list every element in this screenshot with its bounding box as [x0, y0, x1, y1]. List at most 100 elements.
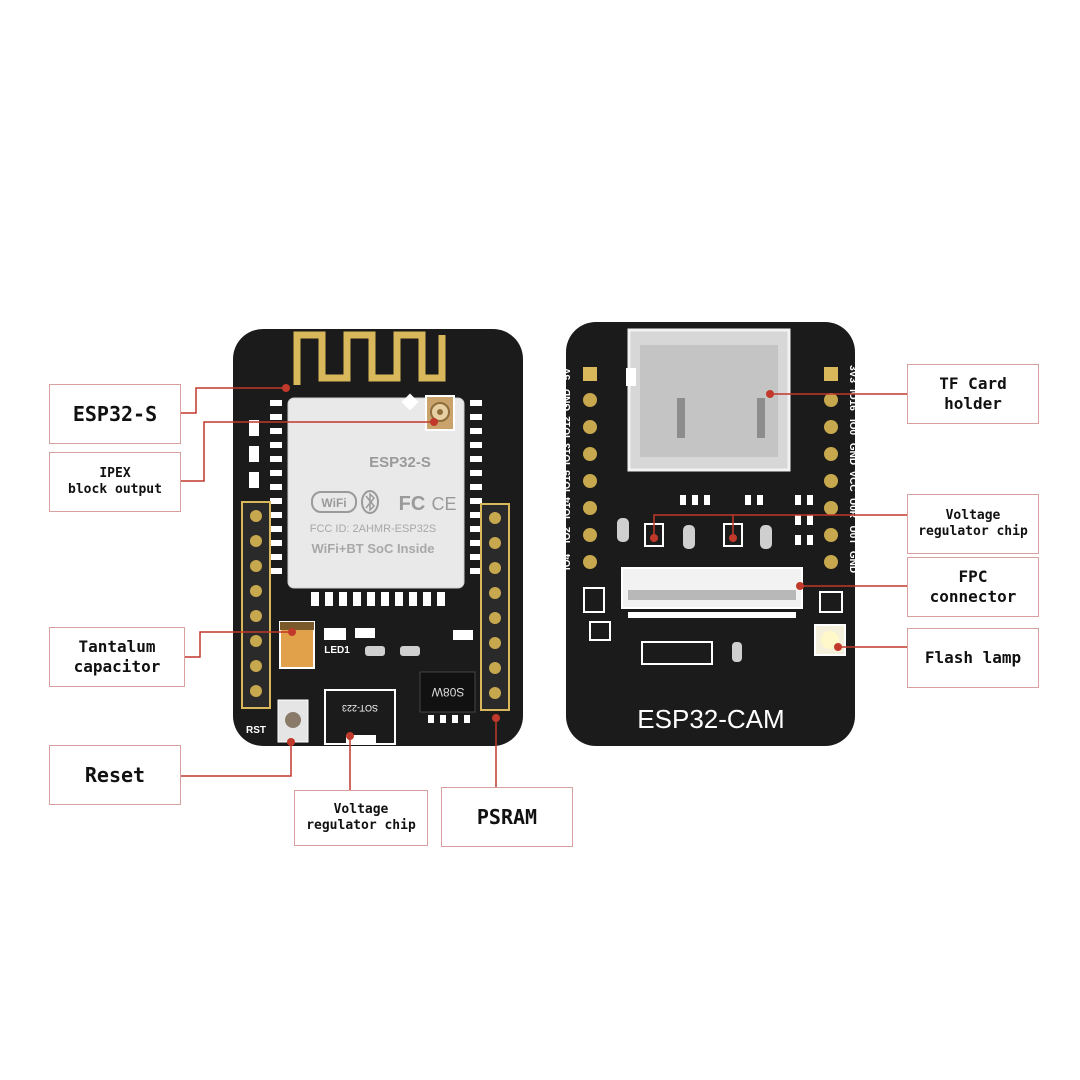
pin-label: 5V	[562, 368, 573, 381]
callout-line: Reset	[84, 762, 146, 787]
rst-label: RST	[246, 725, 266, 736]
psram-chip-label: S08W	[431, 685, 464, 699]
leader-reset	[181, 742, 292, 777]
led1	[324, 628, 346, 640]
callout-line: ESP32-S	[72, 401, 158, 426]
psram-chip: S08W	[419, 671, 476, 723]
callout-line: PSRAM	[476, 804, 538, 829]
leader-esp32s	[181, 387, 286, 414]
smd-array	[641, 641, 713, 665]
leader-vreg-back	[653, 514, 907, 538]
leader-dot	[288, 628, 296, 636]
pin-label: IO2	[562, 527, 573, 544]
smd-capacitor	[683, 525, 695, 549]
callout-fpc: FPC connector	[907, 557, 1039, 617]
module-soc-line: WiFi+BT SoC Inside	[311, 541, 434, 556]
smd-component	[249, 472, 259, 488]
smd-component	[453, 630, 473, 640]
callout-line: TF Card	[939, 374, 1007, 393]
pin-label: IO12	[562, 416, 573, 438]
callout-line: connector	[929, 587, 1017, 606]
leader-ipex	[181, 421, 434, 482]
smd-capacitor	[760, 525, 772, 549]
pin-label: GND	[847, 443, 858, 465]
fpc-connector	[621, 567, 803, 618]
leader-tantalum	[185, 631, 292, 658]
back-board: 5V GND IO12 IO13 IO15 IO14 IO2 IO4 3V3 I…	[562, 322, 858, 746]
callout-line: capacitor	[73, 657, 161, 676]
back-right-pin-labels: 3V3 IO16 IO0 GND VCC U0R U0T GND	[847, 365, 858, 573]
back-left-pads	[583, 367, 597, 569]
leader-dot	[430, 418, 438, 426]
callout-line: Voltage	[333, 801, 389, 817]
sot223-regulator: SOT-223	[324, 689, 396, 745]
leader-dot	[766, 390, 774, 398]
smd-component	[365, 646, 385, 656]
leader-dot	[282, 384, 290, 392]
leader-dot	[796, 582, 804, 590]
leader-dot	[834, 643, 842, 651]
board-label: ESP32-CAM	[637, 704, 784, 734]
callout-flash: Flash lamp	[907, 628, 1039, 688]
leader-dot	[729, 534, 737, 542]
smd-component	[355, 628, 375, 638]
callout-line: Flash lamp	[924, 648, 1022, 667]
callout-line: regulator chip	[918, 524, 1028, 539]
callout-reset: Reset	[49, 745, 181, 805]
sot-label: SOT-223	[342, 703, 378, 713]
led-label: LED1	[324, 645, 350, 656]
front-board: ESP32-S WiFi FC CE FCC ID: 2AHMR-ESP32S …	[233, 329, 523, 746]
reset-button	[277, 699, 309, 743]
pin-label: VCC	[847, 470, 858, 491]
callout-line: FPC	[958, 567, 988, 586]
callout-line: IPEX	[99, 465, 131, 481]
pin-label: U0R	[847, 498, 858, 519]
leader-lines	[181, 387, 907, 790]
pin-label: IO15	[562, 470, 573, 492]
ce-logo: CE	[431, 494, 456, 514]
callout-vreg-back: Voltage regulator chip	[907, 494, 1039, 554]
callout-line: holder	[944, 394, 1002, 413]
pin-label: IO4	[562, 554, 573, 571]
callout-ipex: IPEX block output	[49, 452, 181, 512]
pin-label: IO0	[847, 419, 858, 436]
callout-line: Voltage	[945, 507, 1001, 523]
pin-label: GND	[562, 389, 573, 411]
callout-line: regulator chip	[306, 818, 416, 833]
callout-esp32s: ESP32-S	[49, 384, 181, 444]
smd-component	[732, 642, 742, 662]
bluetooth-icon	[361, 490, 379, 514]
callout-psram: PSRAM	[441, 787, 573, 847]
svg-text:WiFi: WiFi	[321, 496, 346, 510]
back-left-pin-labels: 5V GND IO12 IO13 IO15 IO14 IO2 IO4	[562, 368, 573, 571]
smd-capacitor	[617, 518, 629, 542]
smd-component	[249, 420, 259, 436]
front-left-header	[241, 501, 271, 709]
leader-dot	[650, 534, 658, 542]
leader-dot	[492, 714, 500, 722]
leader-dot	[346, 732, 354, 740]
leader-dots	[282, 384, 842, 746]
back-right-pads	[824, 367, 838, 569]
front-right-header	[480, 503, 510, 711]
pin-label: IO14	[562, 497, 573, 519]
tantalum-capacitor	[279, 621, 315, 669]
wifi-logo: WiFi	[311, 491, 357, 513]
leader-dot	[287, 738, 295, 746]
callout-line: Tantalum	[78, 637, 156, 656]
module-label: ESP32-S	[369, 454, 431, 471]
back-smd-components	[680, 495, 813, 545]
pcb-antenna	[293, 331, 446, 385]
smd-component	[589, 621, 611, 641]
module-side-pads	[270, 400, 482, 606]
smd-component	[819, 591, 843, 613]
smd-component	[583, 587, 605, 613]
smd-component	[249, 446, 259, 462]
callout-tantalum: Tantalum capacitor	[49, 627, 185, 687]
pin-label: 3V3	[847, 365, 858, 383]
flash-lamp	[814, 624, 846, 656]
pin-label: GND	[847, 551, 858, 573]
pin-label: IO13	[562, 443, 573, 465]
tf-card-holder	[626, 328, 791, 472]
